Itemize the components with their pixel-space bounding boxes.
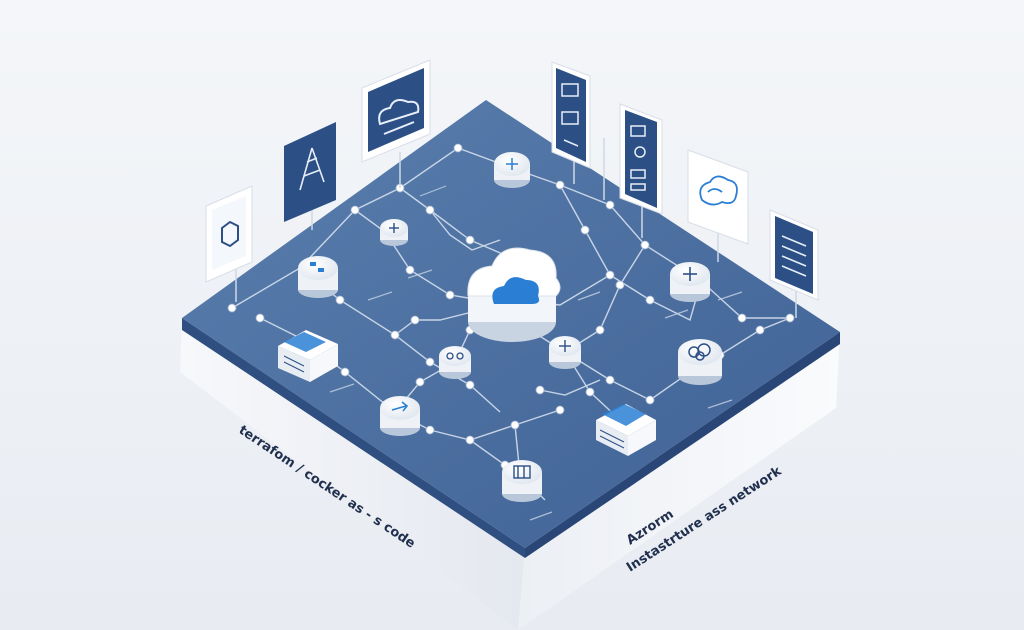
panel-tower <box>284 122 336 230</box>
node-top-center <box>494 152 530 188</box>
layers-icon <box>630 125 646 191</box>
node-left <box>298 256 338 298</box>
platform-edge-left <box>182 318 525 558</box>
node-right <box>670 262 710 302</box>
node-upper-left <box>380 219 408 246</box>
platform-right-face <box>518 332 840 630</box>
star-icon <box>389 223 399 233</box>
star-icon <box>559 340 571 352</box>
central-cloud-node <box>467 247 561 342</box>
node-center-left <box>439 346 471 379</box>
panel-lines <box>769 209 819 318</box>
arrow-icon <box>391 401 409 412</box>
database-icon <box>513 465 531 479</box>
node-lower-right <box>678 339 722 385</box>
platform-edge-right <box>525 332 840 558</box>
server-icon <box>310 262 324 272</box>
tower-icon <box>299 147 325 191</box>
hub-icon <box>446 352 464 360</box>
panel-hexagon <box>205 185 253 302</box>
cloud-icon <box>492 277 540 304</box>
panel-document <box>551 61 605 200</box>
document-icon <box>561 83 579 147</box>
server-box-right <box>596 404 656 456</box>
node-bottom <box>502 460 542 502</box>
hexagon-icon <box>221 220 239 248</box>
star-icon <box>683 267 697 281</box>
server-icon <box>283 355 305 373</box>
lines-icon <box>781 235 807 277</box>
panel-layers <box>619 103 663 238</box>
server-box-left <box>278 330 338 382</box>
hub-icon <box>506 158 518 170</box>
cloud-cluster-icon <box>699 175 738 206</box>
panel-cloud-cluster <box>687 149 749 262</box>
node-center-right <box>549 336 581 369</box>
cloud-icon <box>378 99 420 135</box>
node-lower-left <box>380 396 420 436</box>
board-fine-print <box>329 185 743 521</box>
cloud-cluster-icon <box>688 343 711 361</box>
server-icon <box>599 429 625 449</box>
platform-left-face <box>180 318 525 630</box>
panel-cloud <box>361 59 431 188</box>
junction-dots <box>227 143 795 480</box>
